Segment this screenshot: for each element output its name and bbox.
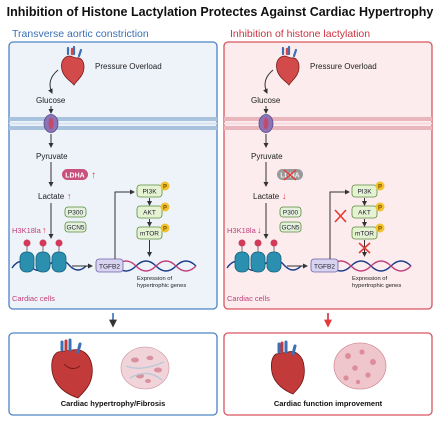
- phospho-icon: [160, 181, 170, 191]
- healthy-heart-icon: [270, 340, 305, 395]
- mtor-label: mTOR: [140, 231, 159, 238]
- phospho-label: P: [163, 185, 167, 191]
- hypertrophic-heart-icon: [51, 338, 93, 399]
- arrow: [48, 69, 59, 94]
- ldha-label: LDHA: [65, 173, 84, 180]
- lactate-label: Lactate: [253, 192, 280, 201]
- inhibit-cross-icon: [283, 169, 297, 181]
- arrow: [114, 189, 135, 259]
- ldha-label: LDHA: [280, 173, 299, 180]
- h3k18la-down-arrow: ↓: [257, 225, 262, 235]
- phospho-label: P: [378, 206, 382, 212]
- pyruvate-label: Pyruvate: [251, 152, 283, 161]
- expression-label-line1: Expression of: [137, 276, 173, 282]
- gcn5-label: GCN5: [281, 225, 299, 232]
- mtor-box: [351, 226, 378, 240]
- akt-box: [136, 205, 163, 219]
- gene-tgfb2: [95, 258, 197, 273]
- pressure-label: Pressure Overload: [310, 62, 377, 71]
- mtor-box: [136, 226, 163, 240]
- phospho-label: P: [163, 227, 167, 233]
- nucleosome-icon: [11, 239, 87, 273]
- normal-tissue-icon: [333, 342, 387, 390]
- p300-label: P300: [283, 210, 299, 217]
- akt-label: AKT: [358, 210, 371, 217]
- left-outcome: Cardiac hypertrophy/Fibrosis: [8, 332, 218, 416]
- expression-label-line2: hypertrophic genes: [137, 283, 186, 289]
- phospho-icon: [375, 223, 385, 233]
- lactate-label: Lactate: [38, 192, 65, 201]
- nucleosome-icon: [226, 239, 302, 273]
- h3k18la-label: H3K18la: [227, 226, 257, 235]
- h3k18la-label: H3K18la: [12, 226, 42, 235]
- lactate-down-arrow: ↓: [282, 191, 287, 201]
- heart-icon: [61, 45, 85, 86]
- pressure-label: Pressure Overload: [95, 62, 162, 71]
- phospho-label: P: [378, 185, 382, 191]
- expression-label-line1: Expression of: [352, 276, 388, 282]
- p300-box: [279, 206, 302, 218]
- phospho-icon: [375, 181, 385, 191]
- pi3k-label: PI3K: [357, 189, 372, 196]
- right-outcome-label: Cardiac function improvement: [274, 399, 383, 408]
- mtor-label: mTOR: [355, 231, 374, 238]
- heart-icon: [276, 45, 300, 86]
- left-heading: Transverse aortic constriction: [12, 28, 149, 40]
- cardiac-cells-label: Cardiac cells: [12, 294, 55, 303]
- tgfb2-label: TGFB2: [314, 264, 335, 271]
- left-outcome-label: Cardiac hypertrophy/Fibrosis: [61, 399, 166, 408]
- p300-label: P300: [68, 210, 84, 217]
- arrow: [263, 69, 274, 94]
- pi3k-label: PI3K: [142, 189, 157, 196]
- pi3k-box: [351, 184, 378, 198]
- fibrosis-tissue-icon: [120, 346, 170, 390]
- right-outcome: Cardiac function improvement: [223, 332, 433, 416]
- gcn5-label: GCN5: [66, 225, 84, 232]
- inhibit-cross-icon: [358, 242, 371, 254]
- ldha-pill: [62, 169, 88, 180]
- expression-label-line2: hypertrophic genes: [352, 283, 401, 289]
- glucose-transporter-icon: [43, 114, 59, 133]
- gene-tgfb2: [310, 258, 412, 273]
- page-title: Inhibition of Histone Lactylation Protec…: [7, 5, 434, 19]
- phospho-icon: [160, 202, 170, 212]
- pyruvate-label: Pyruvate: [36, 152, 68, 161]
- left-panel: Transverse aortic constriction Pressure …: [8, 28, 218, 310]
- cell-membrane: [9, 117, 217, 130]
- arrow: [329, 189, 350, 259]
- pi3k-box: [136, 184, 163, 198]
- inhibit-cross-icon: [334, 209, 347, 223]
- glucose-label: Glucose: [251, 96, 281, 105]
- akt-label: AKT: [143, 210, 156, 217]
- phospho-label: P: [378, 227, 382, 233]
- right-panel: Inhibition of histone lactylation Pressu…: [223, 28, 433, 310]
- ldha-up-arrow: ↑: [91, 170, 96, 181]
- lactate-up-arrow: ↑: [67, 191, 72, 201]
- right-heading: Inhibition of histone lactylation: [230, 28, 370, 40]
- gcn5-box: [64, 221, 87, 233]
- phospho-icon: [160, 223, 170, 233]
- akt-box: [351, 205, 378, 219]
- phospho-label: P: [163, 206, 167, 212]
- glucose-transporter-icon: [258, 114, 274, 133]
- h3k18la-up-arrow: ↑: [42, 225, 47, 235]
- gcn5-box: [279, 221, 302, 233]
- tgfb2-label: TGFB2: [99, 264, 120, 271]
- p300-box: [64, 206, 87, 218]
- glucose-label: Glucose: [36, 96, 66, 105]
- cell-membrane: [224, 117, 432, 130]
- phospho-icon: [375, 202, 385, 212]
- cardiac-cells-label: Cardiac cells: [227, 294, 270, 303]
